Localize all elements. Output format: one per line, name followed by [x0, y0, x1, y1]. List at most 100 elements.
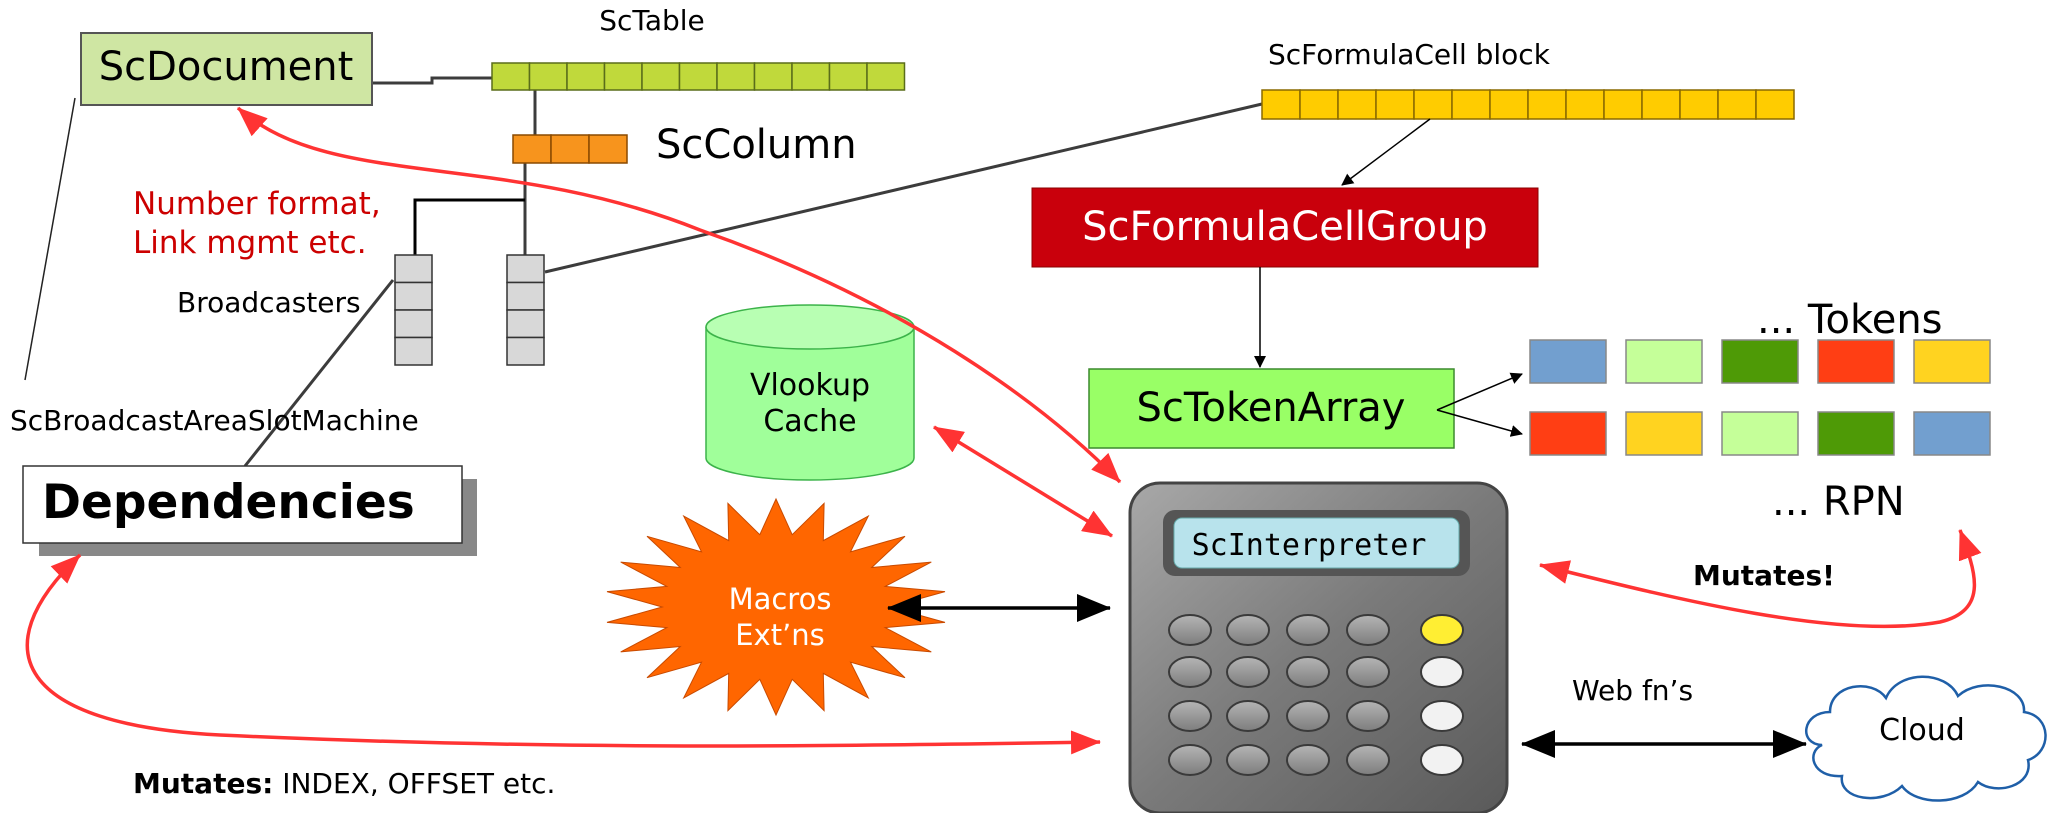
rpn-label: ... RPN — [1772, 479, 1905, 525]
calculator-button — [1346, 614, 1390, 646]
sc-column-label: ScColumn — [656, 122, 857, 168]
sc-column-cell — [512, 134, 552, 164]
sc-document-box — [80, 32, 373, 106]
calculator-button — [1286, 656, 1330, 688]
sc-table-cell — [603, 62, 643, 91]
link-mgmt-label: Link mgmt etc. — [133, 225, 367, 261]
calculator-button — [1286, 614, 1330, 646]
formula-block-cell — [1413, 89, 1453, 120]
token-cell — [1913, 339, 1991, 384]
formula-block-cell — [1337, 89, 1377, 120]
block-to-group-arrow — [1341, 118, 1431, 186]
broadcaster-slot — [506, 309, 545, 339]
number-format-label: Number format, — [133, 186, 381, 222]
broadcaster-slot — [394, 309, 433, 339]
formula-block-cell — [1603, 89, 1643, 120]
mutates-bold: Mutates: — [133, 767, 273, 800]
mutates-rest: INDEX, OFFSET etc. — [273, 767, 555, 800]
cloud-icon — [1805, 675, 2047, 802]
broadcaster-slot — [506, 336, 545, 366]
sc-table-cells — [491, 62, 906, 91]
sc-table-cell — [491, 62, 531, 91]
sc-table-cell — [678, 62, 718, 91]
calculator-button — [1168, 614, 1212, 646]
mutates-right-label: Mutates! — [1693, 559, 1835, 592]
rpn-cell — [1817, 411, 1895, 456]
calculator-button — [1226, 656, 1270, 688]
tokenarray-to-tokens-arrow — [1436, 372, 1523, 411]
macros-label: Macros — [729, 582, 832, 616]
tokens-label: ... Tokens — [1757, 297, 1943, 343]
rpn-cell — [1529, 411, 1607, 456]
calculator-button — [1226, 700, 1270, 732]
broadcaster-slot — [506, 254, 545, 284]
interpreter-rpn-arrow — [1539, 529, 1982, 629]
vlookup-label: Vlookup — [750, 368, 870, 403]
formula-block-cell — [1755, 89, 1795, 120]
broadcaster-slot — [506, 281, 545, 311]
mutates-footnote: Mutates: INDEX, OFFSET etc. — [133, 767, 555, 800]
cache-label: Cache — [763, 404, 856, 439]
rpn-cell — [1913, 411, 1991, 456]
formula-cell-group-label: ScFormulaCellGroup — [1082, 204, 1488, 250]
formula-cell-block-label: ScFormulaCell block — [1268, 38, 1551, 71]
formula-block-cell — [1375, 89, 1415, 120]
token-cell — [1817, 339, 1895, 384]
sc-table-cell — [791, 62, 831, 91]
formula-block-cell — [1641, 89, 1681, 120]
broadcaster-slot — [394, 254, 433, 284]
formula-block-cell — [1565, 89, 1605, 120]
calculator-button — [1286, 700, 1330, 732]
document-interpreter-arrow — [236, 106, 1122, 484]
token-cell — [1529, 339, 1607, 384]
sc-column-cells — [512, 134, 628, 164]
sc-table-cell — [866, 62, 906, 91]
broadcasters-label: Broadcasters — [177, 286, 361, 319]
broadcaster-slot — [394, 281, 433, 311]
broadcaster-stacks — [394, 254, 545, 366]
calculator-button — [1346, 744, 1390, 776]
formula-block-cell — [1451, 89, 1491, 120]
sc-table-cell — [753, 62, 793, 91]
interpreter-label: ScInterpreter — [1192, 528, 1427, 563]
formula-block-cell — [1489, 89, 1529, 120]
calculator-button — [1226, 614, 1270, 646]
sc-table-cell — [566, 62, 606, 91]
sc-column-cell — [550, 134, 590, 164]
sc-column-cell — [588, 134, 628, 164]
calculator-button — [1346, 700, 1390, 732]
token-array-box — [1088, 368, 1455, 449]
calculator-button — [1168, 700, 1212, 732]
token-cell — [1625, 339, 1703, 384]
calculator-button — [1286, 744, 1330, 776]
sc-table-cell — [828, 62, 868, 91]
broadcaster-slot — [394, 336, 433, 366]
formula-block-cell — [1679, 89, 1719, 120]
tokenarray-to-rpn-arrow — [1436, 409, 1523, 437]
calculator-icon — [1128, 481, 1509, 813]
cloud-label: Cloud — [1879, 713, 1965, 748]
formula-block-cell — [1717, 89, 1757, 120]
formula-block-cell — [1261, 89, 1301, 120]
sc-table-cell — [641, 62, 681, 91]
calculator-button — [1420, 744, 1464, 776]
calculator-button — [1168, 656, 1212, 688]
rpn-row — [1529, 411, 1991, 456]
formula-cell-block-cells — [1261, 89, 1795, 120]
calculator-button — [1226, 744, 1270, 776]
calculator-button — [1420, 700, 1464, 732]
document-table-link — [372, 76, 492, 85]
sc-table-cell — [528, 62, 568, 91]
formula-block-cell — [1299, 89, 1339, 120]
calculator-button — [1420, 614, 1464, 646]
rpn-cell — [1721, 411, 1799, 456]
dependencies-interpreter-arrow — [25, 553, 1101, 755]
web-fns-label: Web fn’s — [1572, 674, 1693, 707]
sc-document-label: ScDocument — [99, 44, 354, 90]
token-array-label: ScTokenArray — [1137, 385, 1406, 431]
sc-table-cell — [716, 62, 756, 91]
tokens-row — [1529, 339, 1991, 384]
token-cell — [1721, 339, 1799, 384]
sc-table-label: ScTable — [599, 4, 705, 37]
